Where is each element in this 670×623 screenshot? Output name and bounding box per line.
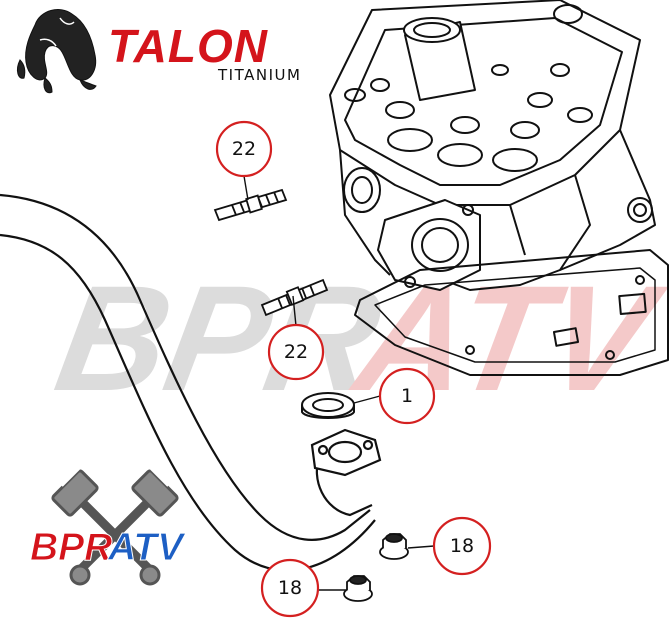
callout-ring [215, 120, 273, 178]
callout-nut-right: 18 [432, 516, 492, 576]
callout-label: 1 [401, 385, 413, 407]
callout-ring [260, 558, 320, 618]
callout-label: 22 [284, 341, 308, 363]
crossed-pistons-icon [51, 461, 179, 586]
logo-text-right: ATV [107, 526, 186, 569]
talon-claw-icon [16, 9, 97, 94]
flange-nut-left [343, 575, 373, 602]
brand-title: TALON [108, 20, 268, 72]
exhaust-stud-top [213, 188, 288, 222]
callout-stud-top: 22 [215, 120, 273, 178]
callout-nut-left: 18 [260, 558, 320, 618]
callout-label: 22 [232, 138, 256, 160]
callout-ring [267, 323, 325, 381]
callout-leaders [243, 175, 435, 591]
flange-nut-right [379, 533, 409, 560]
bpratv-logo: BPR ATV [30, 461, 187, 586]
exhaust-gasket [301, 392, 355, 419]
exhaust-stud-bottom [260, 278, 329, 317]
brand-header: TALON TITANIUM [16, 9, 301, 94]
callout-ring [432, 516, 492, 576]
callout-label: 18 [278, 577, 302, 599]
callout-stud-bottom: 22 [267, 323, 325, 381]
callout-ring [378, 367, 436, 425]
brand-subtitle: TITANIUM [217, 66, 301, 84]
callout-label: 18 [450, 535, 474, 557]
logo-text-left: BPR [30, 526, 112, 569]
cylinder-head [329, 0, 669, 376]
callout-gasket: 1 [378, 367, 436, 425]
